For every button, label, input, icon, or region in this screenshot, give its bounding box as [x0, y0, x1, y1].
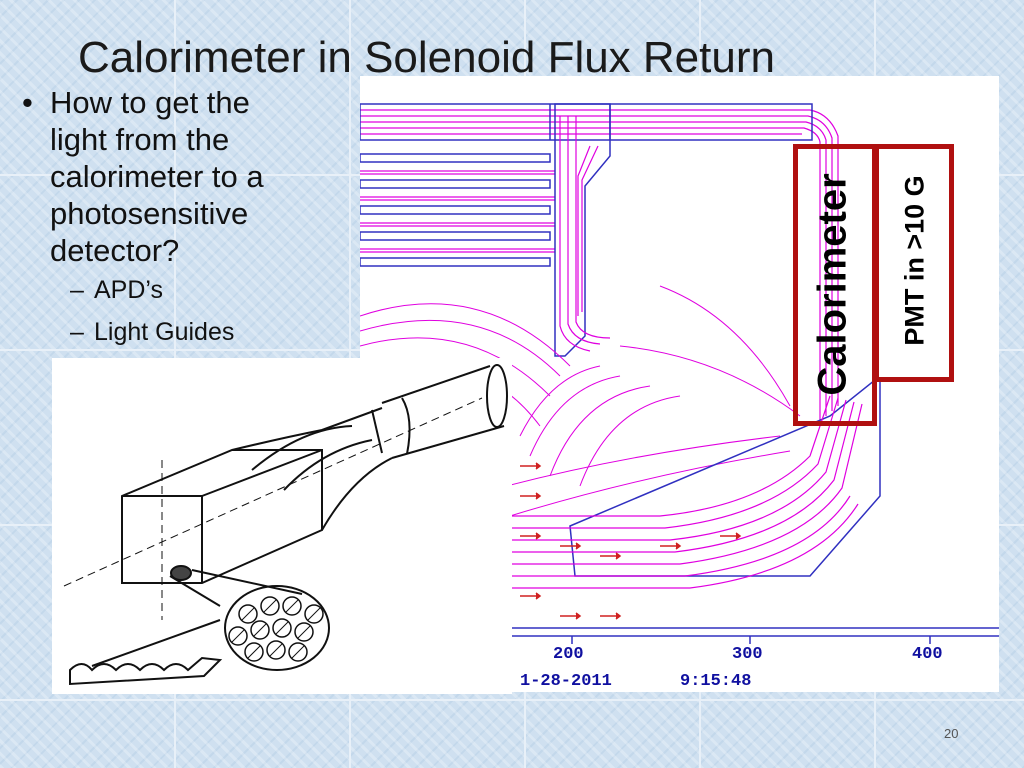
pmt-label: PMT in >10 G [899, 175, 930, 346]
sub-bullet-label: Light Guides [94, 318, 235, 346]
pmt-box [874, 144, 954, 382]
sub-bullet-label: APD’s [94, 276, 164, 304]
bullet-main-line: How to get the [50, 85, 250, 120]
dash: – [70, 276, 84, 304]
bullet-main-line: detector? [50, 233, 180, 268]
plot-time: 9:15:48 [680, 672, 752, 691]
sub-bullet-light-guides: – Light Guides [22, 311, 352, 353]
bullet-list: How to get the light from the calorimete… [22, 84, 352, 353]
axis-tick-300: 300 [732, 645, 763, 664]
slide-title: Calorimeter in Solenoid Flux Return [78, 33, 775, 82]
dash: – [70, 318, 84, 346]
bullet-main-line: light from the [50, 122, 230, 157]
bullet-main-line: photosensitive [50, 196, 249, 231]
field-lines-plot [360, 103, 999, 644]
plot-date: 1-28-2011 [520, 672, 612, 691]
sub-bullet-apds: – APD’s [22, 269, 352, 311]
light-guide-drawing [52, 358, 512, 694]
bullet-main: How to get the light from the calorimete… [22, 84, 352, 269]
light-guide-illustration [63, 364, 508, 686]
calorimeter-label: Calorimeter [810, 173, 855, 396]
axis-tick-400: 400 [912, 645, 943, 664]
axis-tick-200: 200 [553, 645, 584, 664]
page-number: 20 [944, 726, 959, 741]
bullet-main-line: calorimeter to a [50, 159, 264, 194]
